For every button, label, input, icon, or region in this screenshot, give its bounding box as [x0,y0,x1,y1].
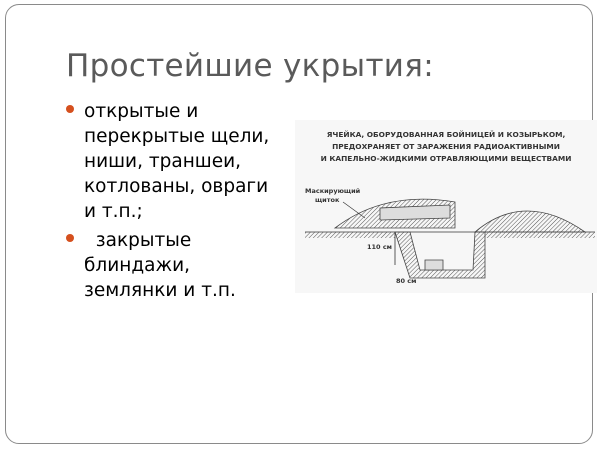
figure-caption-line: ПРЕДОХРАНЯЕТ ОТ ЗАРАЖЕНИЯ РАДИОАКТИВНЫМИ [332,142,560,151]
trench-drawing [305,198,595,279]
bullet-text: закрытые блиндажи, землянки и т.п. [84,230,236,301]
trench-diagram: ЯЧЕЙКА, ОБОРУДОВАННАЯ БОЙНИЦЕЙ И КОЗЫРЬК… [295,120,597,293]
width-label: 80 см [396,277,417,285]
list-item: открытые и перекрытые щели, ниши, транше… [66,99,281,224]
figure-caption-line: И КАПЕЛЬНО-ЖИДКИМИ ОТРАВЛЯЮЩИМИ ВЕЩЕСТВА… [320,154,572,163]
list-item: закрытые блиндажи, землянки и т.п. [66,228,281,303]
slide-title: Простейшие укрытия: [66,48,434,84]
shield-label: щиток [315,196,340,204]
depth-label: 110 см [367,243,392,251]
shield-label: Маскирующий [305,187,361,195]
bullet-text: открытые и перекрытые щели, ниши, транше… [84,101,270,222]
figure-caption-line: ЯЧЕЙКА, ОБОРУДОВАННАЯ БОЙНИЦЕЙ И КОЗЫРЬК… [326,130,566,139]
bullet-icon [66,234,74,242]
bullet-list: открытые и перекрытые щели, ниши, транше… [66,99,281,307]
bullet-icon [66,105,74,113]
